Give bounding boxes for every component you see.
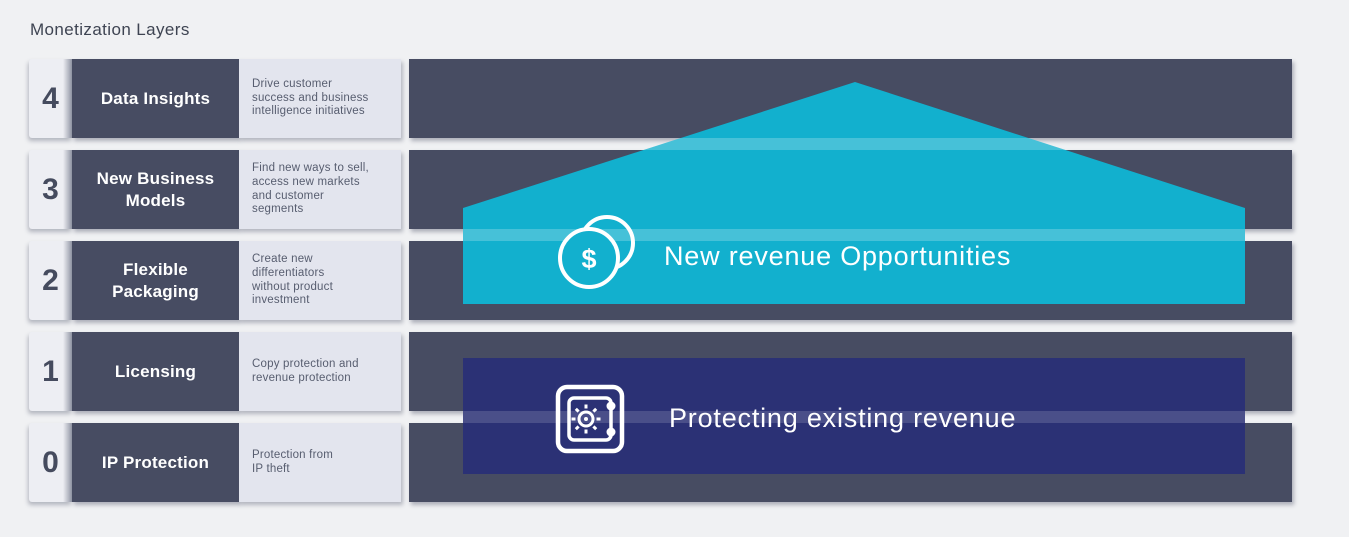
layer-bar bbox=[409, 150, 1292, 229]
protect-revenue-label: Protecting existing revenue bbox=[669, 403, 1017, 433]
layer-row: 0 IP Protection Protection from IP theft bbox=[29, 423, 1292, 502]
layer-number: 4 bbox=[29, 59, 72, 138]
layer-number: 0 bbox=[29, 423, 72, 502]
layer-row: 1 Licensing Copy protection and revenue … bbox=[29, 332, 1292, 411]
layer-label: IP Protection bbox=[72, 423, 239, 502]
layer-description: Copy protection and revenue protection bbox=[239, 332, 401, 411]
layer-description: Find new ways to sell, access new market… bbox=[239, 150, 401, 229]
layer-number: 3 bbox=[29, 150, 72, 229]
layer-bar bbox=[409, 423, 1292, 502]
layer-description: Drive customer success and business inte… bbox=[239, 59, 401, 138]
layer-description: Protection from IP theft bbox=[239, 423, 401, 502]
layer-row: 4 Data Insights Drive customer success a… bbox=[29, 59, 1292, 138]
new-revenue-label: New revenue Opportunities bbox=[664, 241, 1012, 271]
page-title: Monetization Layers bbox=[30, 20, 190, 39]
layer-description: Create new differentiators without produ… bbox=[239, 241, 401, 320]
layer-row: 3 New Business Models Find new ways to s… bbox=[29, 150, 1292, 229]
layer-label: Licensing bbox=[72, 332, 239, 411]
layer-bar bbox=[409, 332, 1292, 411]
layer-number: 1 bbox=[29, 332, 72, 411]
row-gap-highlight bbox=[463, 229, 1245, 241]
layer-label: New Business Models bbox=[72, 150, 239, 229]
layer-bar bbox=[409, 59, 1292, 138]
layer-number: 2 bbox=[29, 241, 72, 320]
layer-label: Data Insights bbox=[72, 59, 239, 138]
layer-row: 2 Flexible Packaging Create new differen… bbox=[29, 241, 1292, 320]
row-gap-highlight bbox=[463, 138, 1245, 150]
layer-label: Flexible Packaging bbox=[72, 241, 239, 320]
